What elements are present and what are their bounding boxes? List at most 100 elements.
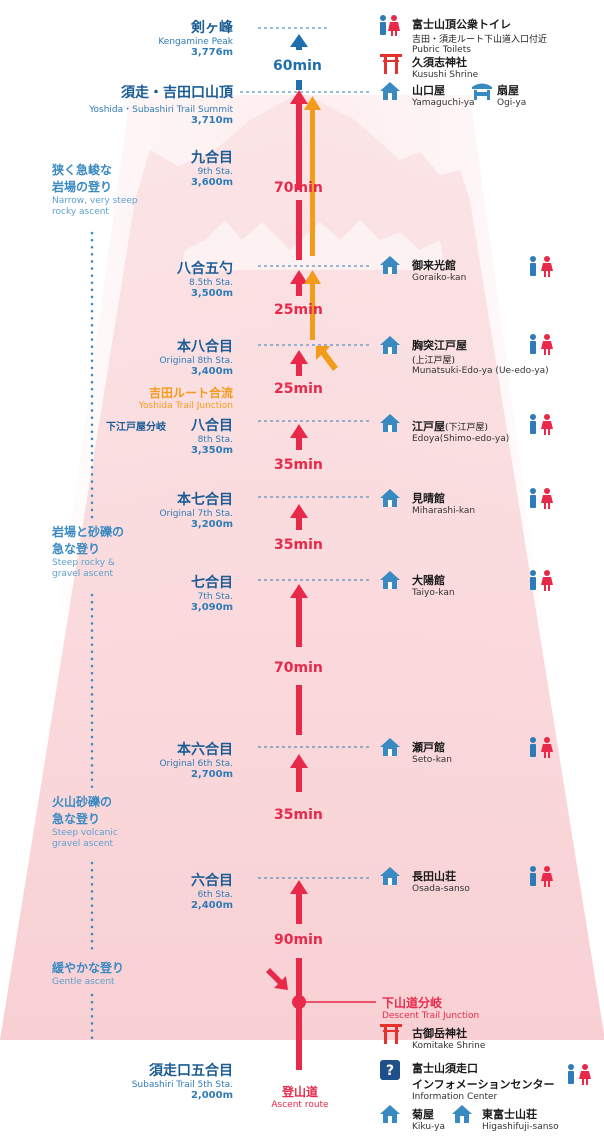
hut-icon bbox=[380, 489, 400, 511]
route-segment bbox=[296, 592, 302, 647]
terrain-en: Gentle ascent bbox=[52, 977, 115, 987]
facility-info-center: 富士山須走口 インフォメーションセンター Information Center bbox=[412, 1060, 554, 1102]
station-name: 八合目 bbox=[191, 418, 233, 434]
facility-osada-sanso: 長田山荘 Osada-sanso bbox=[412, 868, 470, 894]
facility-ja: 富士山須走口 bbox=[412, 1062, 478, 1075]
terrain-ja: 火山砂礫の bbox=[52, 795, 113, 809]
station-name: 七合目 bbox=[191, 575, 233, 591]
terrain-en: gravel ascent bbox=[52, 569, 114, 579]
station-9th: 九合目 9th Sta. 3,600m bbox=[191, 147, 233, 188]
route-arrowhead bbox=[290, 270, 308, 284]
facility-note: 吉田・須走ルート下山道入口付近 bbox=[412, 35, 548, 45]
route-arrowhead bbox=[290, 584, 308, 598]
yoshida-junction-label: 吉田ルート合流 Yoshida Trail Junction bbox=[139, 384, 233, 411]
facility-en: Higashifuji-sanso bbox=[482, 1122, 559, 1132]
station-8-5th: 八合五勺 8.5th Sta. 3,500m bbox=[177, 258, 233, 299]
hut-icon bbox=[380, 738, 400, 760]
station-en: Yoshida・Subashiri Trail Summit bbox=[89, 105, 233, 115]
route-segment bbox=[296, 358, 302, 376]
station-altitude: 3,776m bbox=[190, 47, 233, 58]
station-name: 六合目 bbox=[191, 873, 233, 889]
station-altitude: 3,710m bbox=[190, 115, 233, 126]
facility-ja: 富士山頂公衆トイレ bbox=[412, 18, 511, 31]
route-base bbox=[296, 1040, 302, 1068]
facility-ja: 久須志神社 bbox=[412, 56, 467, 69]
descent-arrow bbox=[266, 968, 288, 990]
route-arrowhead bbox=[290, 754, 308, 768]
summit-route bbox=[290, 34, 308, 90]
facility-ja: 江戸屋 bbox=[412, 420, 445, 433]
facility-ja: 古御岳神社 bbox=[412, 1027, 467, 1040]
terrain-en: rocky ascent bbox=[52, 207, 109, 217]
facility-en: Information Center bbox=[412, 1092, 498, 1102]
rest-house-icon bbox=[472, 82, 492, 104]
yoshida-route bbox=[304, 96, 338, 371]
summit-dash bbox=[296, 80, 302, 90]
station-en: Original 8th Sta. bbox=[159, 356, 233, 366]
station-en: Original 7th Sta. bbox=[159, 509, 233, 519]
facility-higashifuji-sanso: 東富士山荘 Higashifuji-sanso bbox=[482, 1106, 559, 1132]
duration-label: 25min bbox=[274, 302, 323, 318]
facility-ja: 扇屋 bbox=[497, 84, 519, 97]
facility-en: Komitake Shrine bbox=[412, 1041, 486, 1051]
station-en: 8th Sta. bbox=[197, 435, 233, 445]
facility-setokan: 瀬戸館 Seto-kan bbox=[412, 739, 452, 765]
terrain-volcanic-gravel: 火山砂礫の 急な登り Steep volcanic gravel ascent bbox=[52, 794, 118, 850]
toilet-icon bbox=[528, 866, 554, 892]
duration-label: 70min bbox=[274, 180, 323, 196]
yoshida-join-arrow bbox=[316, 346, 338, 371]
station-en: 6th Sta. bbox=[197, 890, 233, 900]
station-altitude: 3,350m bbox=[190, 445, 233, 456]
station-en: Subashiri Trail 5th Sta. bbox=[131, 1080, 233, 1090]
descent-junction-ja: 下山道分岐 bbox=[382, 996, 443, 1010]
facility-en: Goraiko-kan bbox=[412, 273, 467, 283]
station-summit: 須走・吉田口山頂 Yoshida・Subashiri Trail Summit … bbox=[89, 82, 233, 126]
shimoedoya-fork-label: 下江戸屋分岐 bbox=[106, 422, 166, 433]
facility-ja: インフォメーションセンター bbox=[412, 1078, 555, 1091]
station-name: 本八合目 bbox=[177, 339, 233, 355]
duration-label: 25min bbox=[274, 381, 323, 397]
station-kengamine: 剣ヶ峰 Kengamine Peak 3,776m bbox=[158, 17, 233, 58]
facility-ja: 長田山荘 bbox=[412, 870, 456, 883]
route-arrowhead bbox=[290, 880, 308, 894]
facility-en: Ogi-ya bbox=[497, 98, 527, 108]
hut-icon bbox=[380, 1105, 400, 1127]
descent-junction-en: Descent Trail Junction bbox=[382, 1011, 480, 1021]
ascent-route-en: Ascent route bbox=[271, 1100, 329, 1110]
yoshida-junction-ja: 吉田ルート合流 bbox=[148, 386, 233, 400]
duration-label: 35min bbox=[274, 537, 323, 553]
svg-text:?: ? bbox=[386, 1063, 394, 1079]
torii-icon bbox=[380, 54, 402, 78]
facility-munatsuki-edoya: 胸突江戸屋 (上江戸屋) Munatsuki-Edo-ya (Ue-edo-ya… bbox=[412, 337, 549, 376]
toilet-icon bbox=[378, 14, 400, 42]
facility-en: Munatsuki-Edo-ya (Ue-edo-ya) bbox=[412, 366, 549, 376]
station-altitude: 3,500m bbox=[190, 288, 233, 299]
facility-ja: 御来光館 bbox=[412, 259, 456, 272]
ascent-route-label: 登山道 Ascent route bbox=[268, 1083, 332, 1110]
station-name: 本六合目 bbox=[177, 742, 233, 758]
route-arrowhead bbox=[290, 90, 308, 104]
facility-en: Osada-sanso bbox=[412, 884, 470, 894]
ascent-route-ja: 登山道 bbox=[281, 1085, 318, 1099]
terrain-en: Steep volcanic bbox=[52, 828, 118, 838]
facility-komitake-shrine: 古御岳神社 Komitake Shrine bbox=[412, 1025, 485, 1051]
duration-label: 35min bbox=[274, 457, 323, 473]
route-arrowhead bbox=[290, 350, 308, 364]
station-guide-lines bbox=[240, 27, 370, 879]
red-route bbox=[290, 90, 308, 1070]
hut-icon bbox=[452, 1105, 472, 1127]
torii-icon bbox=[380, 1024, 402, 1048]
toilet-icon bbox=[528, 256, 554, 282]
descent-junction-dot bbox=[292, 995, 306, 1009]
facility-yamaguchiya: 山口屋 Yamaguchi-ya bbox=[412, 82, 475, 108]
route-segment bbox=[296, 278, 302, 296]
terrain-gentle: 緩やかな登り Gentle ascent bbox=[52, 960, 124, 988]
hut-icon bbox=[380, 571, 400, 593]
toilet-icon bbox=[528, 737, 554, 763]
route-segment bbox=[296, 432, 302, 450]
facility-miharashikan: 見晴館 Miharashi-kan bbox=[412, 490, 475, 516]
toilet-icon bbox=[528, 488, 554, 514]
